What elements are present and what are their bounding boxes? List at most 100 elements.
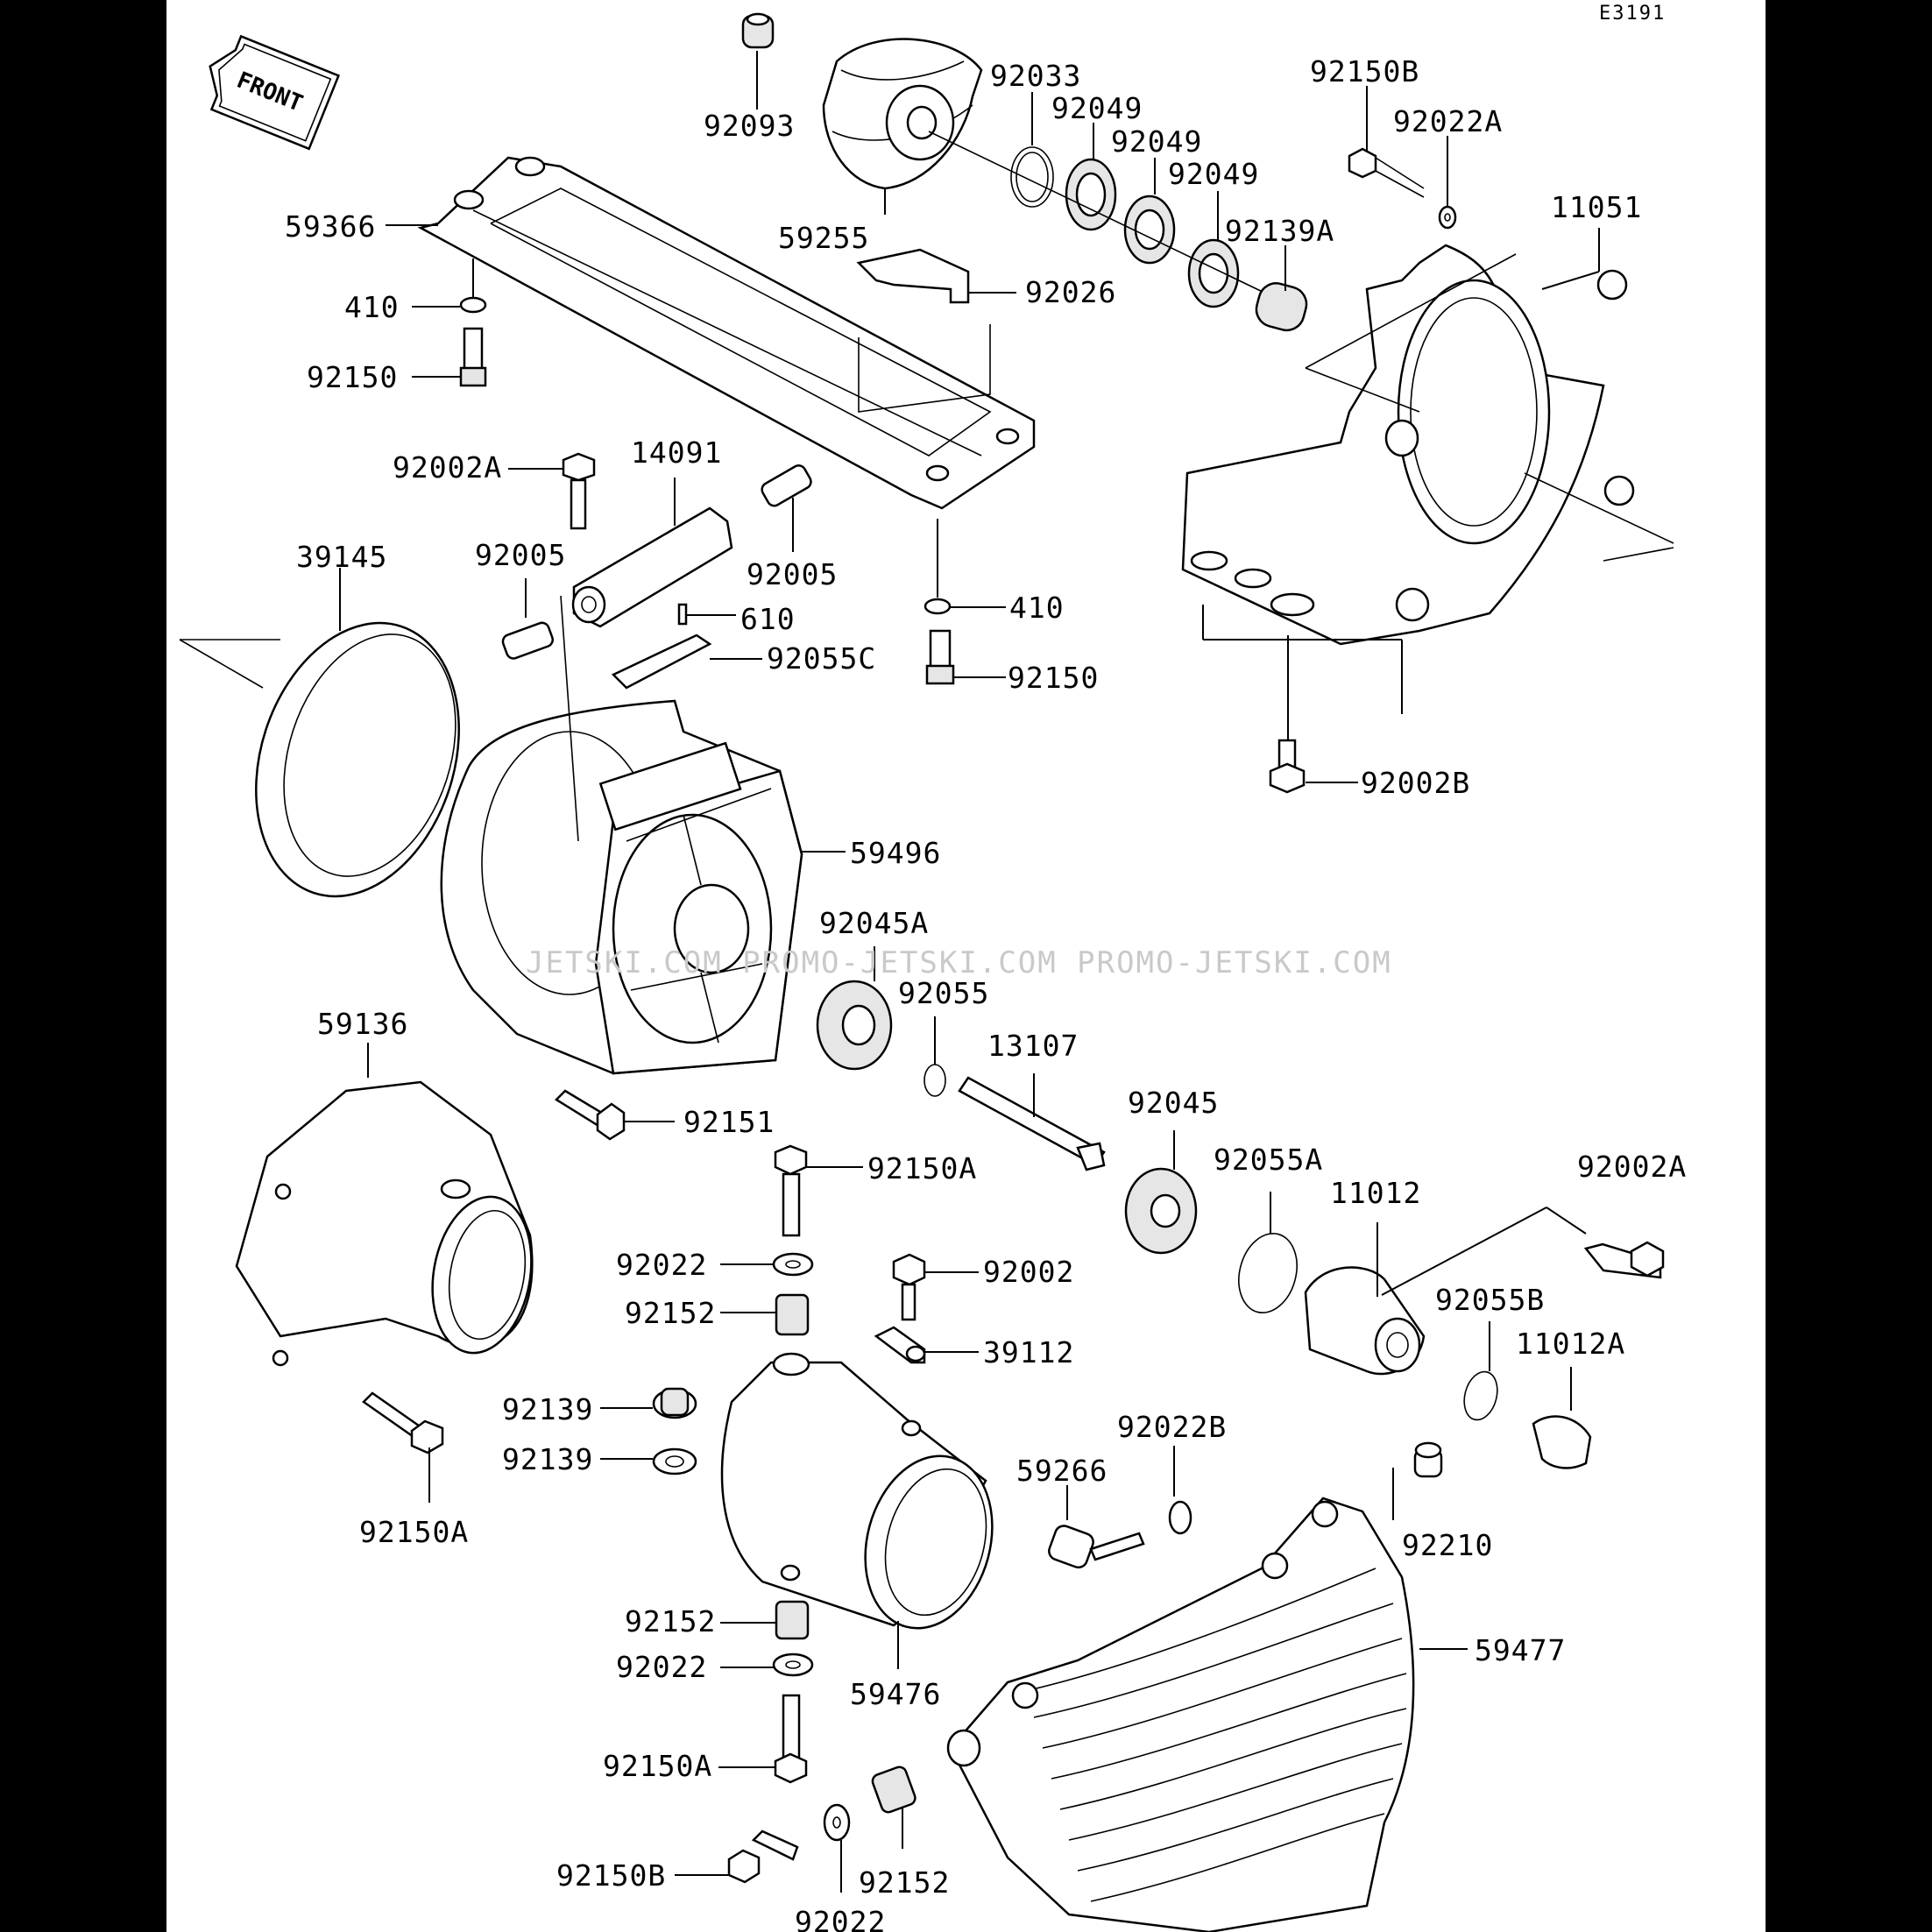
- callout-39112: 39112: [983, 1335, 1074, 1369]
- callout-59477: 59477: [1475, 1633, 1566, 1667]
- callout-92152-upper: 92152: [625, 1296, 716, 1330]
- pin-610: [677, 603, 688, 626]
- callout-92049b: 92049: [1111, 124, 1202, 159]
- callout-92022-bottom: 92022: [795, 1905, 886, 1932]
- bushing-92139-upper: [652, 1387, 697, 1419]
- callout-610: 610: [740, 602, 796, 636]
- callout-14091: 14091: [631, 435, 722, 470]
- snap-ring: [1010, 146, 1054, 208]
- callout-92151: 92151: [683, 1105, 775, 1139]
- bolt-92002b: [1269, 739, 1306, 794]
- washer-410-mid: [924, 598, 952, 615]
- o-ring-92055: [924, 1064, 946, 1097]
- pump-body-59496: [440, 595, 803, 1075]
- plug-11012a: [1532, 1415, 1592, 1469]
- callout-92055c: 92055C: [767, 641, 876, 676]
- callout-13107: 13107: [987, 1029, 1079, 1063]
- cap-11012: [1304, 1266, 1426, 1376]
- callout-59496: 59496: [850, 836, 941, 870]
- bolt-92151: [555, 1089, 626, 1141]
- callout-92210: 92210: [1402, 1528, 1493, 1562]
- callout-92045: 92045: [1128, 1086, 1219, 1120]
- callout-92150b-top: 92150B: [1310, 54, 1419, 88]
- bolt-92150b-top: [1348, 147, 1425, 198]
- callout-92002b: 92002B: [1361, 766, 1470, 800]
- lever-39112: [874, 1326, 926, 1364]
- bearing-1: [1065, 158, 1117, 231]
- nipple-92005-left: [501, 621, 554, 660]
- callout-92022a: 92022A: [1393, 104, 1503, 138]
- washer-92022-bottom: [823, 1803, 851, 1842]
- nipple-92005-right: [761, 464, 812, 507]
- callout-92049c: 92049: [1168, 157, 1259, 191]
- fitting-14091: [571, 506, 733, 628]
- callout-11012a: 11012A: [1516, 1327, 1625, 1361]
- callout-92022b: 92022B: [1117, 1410, 1227, 1444]
- bolt-92150-top: [459, 327, 487, 387]
- callout-92055a: 92055A: [1214, 1143, 1323, 1177]
- o-ring-92055a: [1238, 1233, 1298, 1313]
- washer-410-top: [459, 296, 487, 314]
- parts-diagram-sheet: E3191 FRONT: [166, 0, 1766, 1932]
- nozzle-59136: [235, 1080, 534, 1367]
- callout-92150-mid: 92150: [1008, 661, 1099, 695]
- callout-92139-lower: 92139: [502, 1442, 593, 1476]
- callout-59476: 59476: [850, 1677, 941, 1711]
- callout-92150a-left: 92150A: [359, 1515, 469, 1549]
- callout-92150a-mid: 92150A: [867, 1151, 977, 1185]
- diagram-code: E3191: [1599, 3, 1666, 25]
- gasket-92055c: [611, 633, 712, 690]
- bearing-92045: [1124, 1167, 1198, 1255]
- washer-92022a: [1438, 205, 1457, 230]
- steering-nozzle-59476: [720, 1352, 994, 1630]
- callout-39145: 39145: [296, 540, 387, 574]
- bolt-92002a-right: [1583, 1241, 1665, 1279]
- bushing-92139-lower: [652, 1447, 697, 1476]
- callout-59266: 59266: [1016, 1454, 1108, 1488]
- callout-92152-bottom: 92152: [859, 1865, 950, 1900]
- callout-92139-upper: 92139: [502, 1392, 593, 1426]
- callout-59366: 59366: [285, 209, 376, 244]
- bearing-2: [1123, 195, 1176, 265]
- intake-grate-59477: [946, 1497, 1415, 1932]
- exploded-parts-drawing: E3191 FRONT: [179, 3, 1687, 1932]
- callout-92022-lower: 92022: [616, 1650, 707, 1684]
- callout-92005a: 92005: [475, 538, 566, 572]
- callout-410-mid: 410: [1009, 591, 1065, 625]
- leader-lines: [339, 51, 1600, 1893]
- ring-39145: [179, 621, 460, 898]
- pump-cover-plate: [417, 156, 1036, 510]
- pump-case-11051: [1181, 244, 1674, 646]
- callout-92055b: 92055B: [1435, 1283, 1545, 1317]
- callout-92022-upper: 92022: [616, 1248, 707, 1282]
- shaft-13107: [958, 1076, 1106, 1171]
- callout-92002a-right: 92002A: [1577, 1150, 1687, 1184]
- callout-92033: 92033: [990, 59, 1081, 93]
- callout-92152-lower: 92152: [625, 1604, 716, 1638]
- washer-92022-upper: [772, 1252, 814, 1277]
- callout-92002a-top: 92002A: [393, 450, 502, 485]
- washer-92022b: [1168, 1500, 1192, 1535]
- bearing-3: [1187, 238, 1240, 308]
- callout-59136: 59136: [317, 1007, 408, 1041]
- washer-92022-lower: [772, 1652, 814, 1677]
- bearing-92045a: [816, 980, 893, 1071]
- bolt-92150a-mid: [774, 1144, 808, 1237]
- callout-92093: 92093: [704, 109, 795, 143]
- collar-92152-lower: [775, 1600, 810, 1640]
- callout-92026: 92026: [1025, 275, 1116, 309]
- callout-92055: 92055: [898, 976, 989, 1010]
- bolt-92002: [892, 1253, 926, 1321]
- callout-92049a: 92049: [1051, 91, 1143, 125]
- callout-92139a: 92139A: [1225, 214, 1334, 248]
- watermark: JETSKI.COM PROMO-JETSKI.COM PROMO-JETSKI…: [526, 945, 1392, 980]
- bolt-92150a-left: [362, 1391, 444, 1454]
- bolt-92002a-top: [562, 452, 596, 530]
- collar-92152-upper: [775, 1293, 810, 1336]
- callout-92005b: 92005: [747, 557, 838, 591]
- fitting-59266: [1048, 1525, 1145, 1569]
- front-arrow-icon: FRONT: [209, 34, 341, 151]
- callout-92150a-bottom: 92150A: [603, 1749, 712, 1783]
- plate-92026: [856, 248, 970, 304]
- fitting-92210: [1413, 1441, 1443, 1478]
